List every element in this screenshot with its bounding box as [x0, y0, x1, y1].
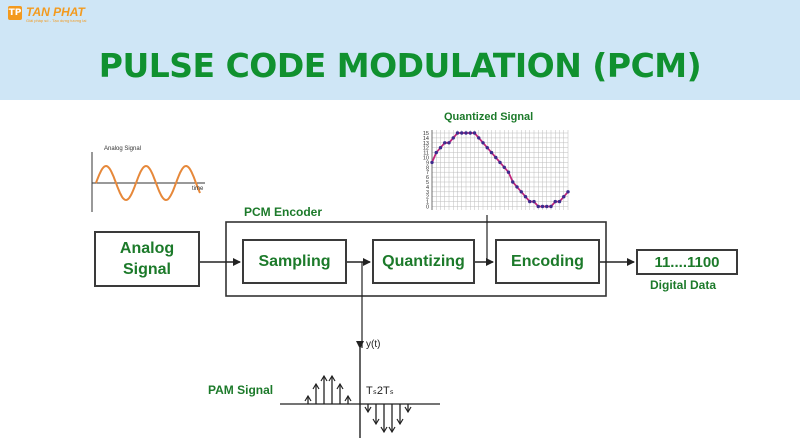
pam-pulse-arrow [328, 374, 336, 382]
quantized-plot-title: Quantized Signal [444, 111, 534, 123]
quantized-sample-point [519, 190, 523, 194]
pam-pulse-arrow [312, 382, 320, 390]
pcm-encoder-frame [225, 221, 607, 297]
pam-pulse-arrow [388, 426, 396, 434]
quantized-y-tick: 3 [426, 190, 429, 196]
pam-y-axis-label: y(t) [366, 339, 381, 350]
brand-tagline: Giải pháp số - Tạo dựng tương lai [26, 18, 87, 23]
quantized-y-tick: 8 [426, 165, 429, 171]
block-quantizing: Quantizing [372, 239, 475, 284]
quantized-sample-point [472, 131, 477, 135]
quantized-sample-point [494, 155, 498, 160]
quantized-sample-point [498, 160, 502, 165]
page-title: PULSE CODE MODULATION (PCM) [98, 46, 702, 85]
quantized-sample-point [460, 131, 464, 135]
pcm-encoder-label: PCM Encoder [244, 205, 323, 219]
block-digital-output: 11....1100 [636, 249, 738, 275]
pam-pulse-arrow [336, 382, 344, 390]
quantized-sample-point [481, 141, 485, 145]
quantized-sample-point [536, 204, 540, 209]
pam-pulse-arrow [404, 406, 412, 414]
header-banner: TP TAN PHAT Giải pháp số - Tạo dựng tươn… [0, 0, 800, 100]
quantized-sample-point [523, 195, 528, 199]
pam-signal-label: PAM Signal [208, 383, 274, 397]
quantized-sample-point [447, 141, 451, 145]
quantized-y-tick: 6 [426, 175, 429, 181]
block-analog-signal: Analog Signal [94, 231, 200, 287]
quantized-sample-point [549, 204, 553, 209]
pam-pulse-arrow [364, 406, 372, 414]
quantized-sample-point [468, 131, 472, 135]
quantized-sample-point [455, 131, 460, 135]
quantized-y-tick: 13 [423, 141, 429, 147]
quantized-sample-point [502, 165, 506, 169]
block-sampling: Sampling [242, 239, 347, 284]
quantized-sample-point [485, 146, 489, 150]
quantized-sample-point [566, 190, 570, 194]
quantized-sample-point [528, 199, 532, 204]
quantized-sample-point [553, 199, 557, 204]
quantized-y-tick: 10 [423, 156, 429, 162]
brand-name: TAN PHAT [26, 5, 85, 19]
quantized-y-tick: 12 [423, 146, 429, 152]
analog-signal-plot [91, 152, 205, 212]
quantized-sample-point [540, 204, 545, 209]
quantized-y-tick: 7 [426, 170, 429, 176]
quantized-sample-point [532, 199, 536, 204]
analog-plot-title: Analog Signal [104, 146, 142, 152]
quantized-y-tick: 11 [423, 151, 429, 157]
block-encoding: Encoding [495, 239, 600, 284]
quantized-sample-point [464, 131, 468, 135]
quantized-sample-point [451, 136, 455, 140]
quantized-sample-point [515, 185, 519, 189]
quantized-sample-point [443, 141, 447, 145]
pam-pulse-arrow [372, 418, 380, 426]
pam-ts-label: Tₛ2Tₛ [366, 385, 394, 397]
logo-icon: TP [8, 6, 22, 20]
quantized-y-tick: 15 [423, 131, 429, 137]
pam-signal-plot [280, 341, 440, 438]
pam-pulse-arrow [380, 426, 388, 434]
quantized-sample-point [477, 136, 481, 140]
quantized-sample-point [430, 160, 434, 165]
pam-pulse-arrow [304, 394, 312, 402]
quantized-sample-point [438, 146, 443, 150]
pam-pulse-arrow [396, 418, 404, 426]
quantized-y-tick: 9 [426, 160, 429, 166]
quantized-y-tick: 5 [426, 180, 429, 186]
quantized-sample-point [545, 204, 549, 209]
digital-data-label: Digital Data [650, 278, 717, 292]
quantized-sample-point [434, 150, 438, 155]
quantized-sample-point [562, 195, 566, 199]
pam-pulse-arrow [344, 394, 352, 402]
quantized-y-tick: 1 [426, 200, 429, 206]
quantized-sample-point [506, 170, 511, 174]
quantized-sample-point [557, 199, 562, 204]
quantized-y-tick: 0 [426, 205, 429, 211]
quantized-y-tick: 14 [423, 136, 429, 142]
quantized-y-tick: 4 [426, 185, 429, 191]
analog-wave [95, 164, 201, 202]
analog-plot-xlabel: time [192, 186, 204, 192]
brand-logo[interactable]: TP TAN PHAT Giải pháp số - Tạo dựng tươn… [8, 6, 86, 23]
quantized-y-tick: 2 [426, 195, 429, 201]
quantized-sample-point [489, 150, 494, 155]
pam-pulse-arrow [320, 374, 328, 382]
quantized-sample-point [511, 180, 515, 184]
